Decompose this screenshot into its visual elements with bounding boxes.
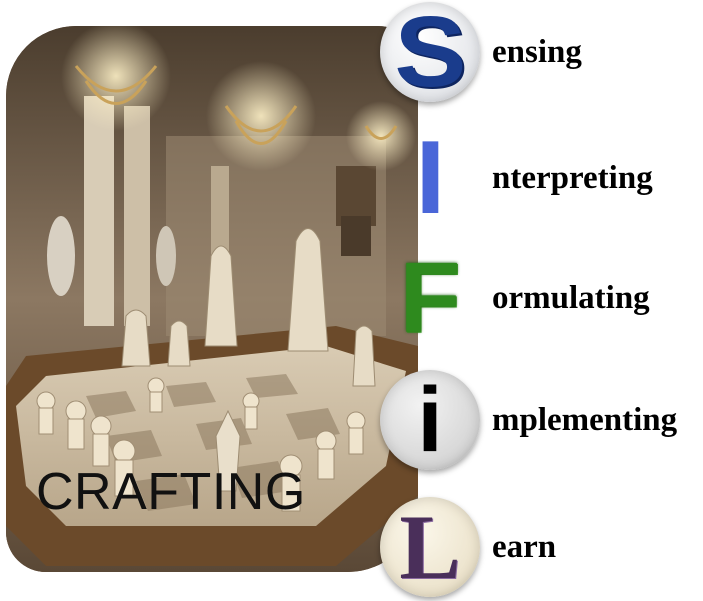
chess-scene-image: CRAFTING [6,26,418,572]
letter-s-badge: S [380,2,480,102]
letter-f-badge: F [380,248,480,348]
letter-i-lower-badge: i [380,370,480,470]
word-formulating: ormulating [492,279,650,316]
crafting-caption: CRAFTING [36,463,306,521]
chess-scene-artwork [6,26,418,572]
letter-i-capital: I [414,120,446,236]
word-implementing: mplementing [492,401,678,438]
letter-s: S [393,0,467,108]
acronym-row-implementing: i mplementing [380,370,700,470]
letter-i-badge: I [380,120,480,236]
acronym-row-formulating: F ormulating [380,248,700,348]
letter-f: F [399,242,461,354]
acronym-row-interpreting: I nterpreting [380,120,700,236]
word-sensing: ensing [492,33,582,70]
word-interpreting: nterpreting [492,159,653,196]
word-learn: earn [492,528,557,565]
letter-l: L [399,496,461,598]
acronym-row-learn: L earn [380,497,700,597]
acronym-row-sensing: S ensing [380,2,700,102]
letter-l-badge: L [380,497,480,597]
letter-i-lower: i [417,369,443,471]
